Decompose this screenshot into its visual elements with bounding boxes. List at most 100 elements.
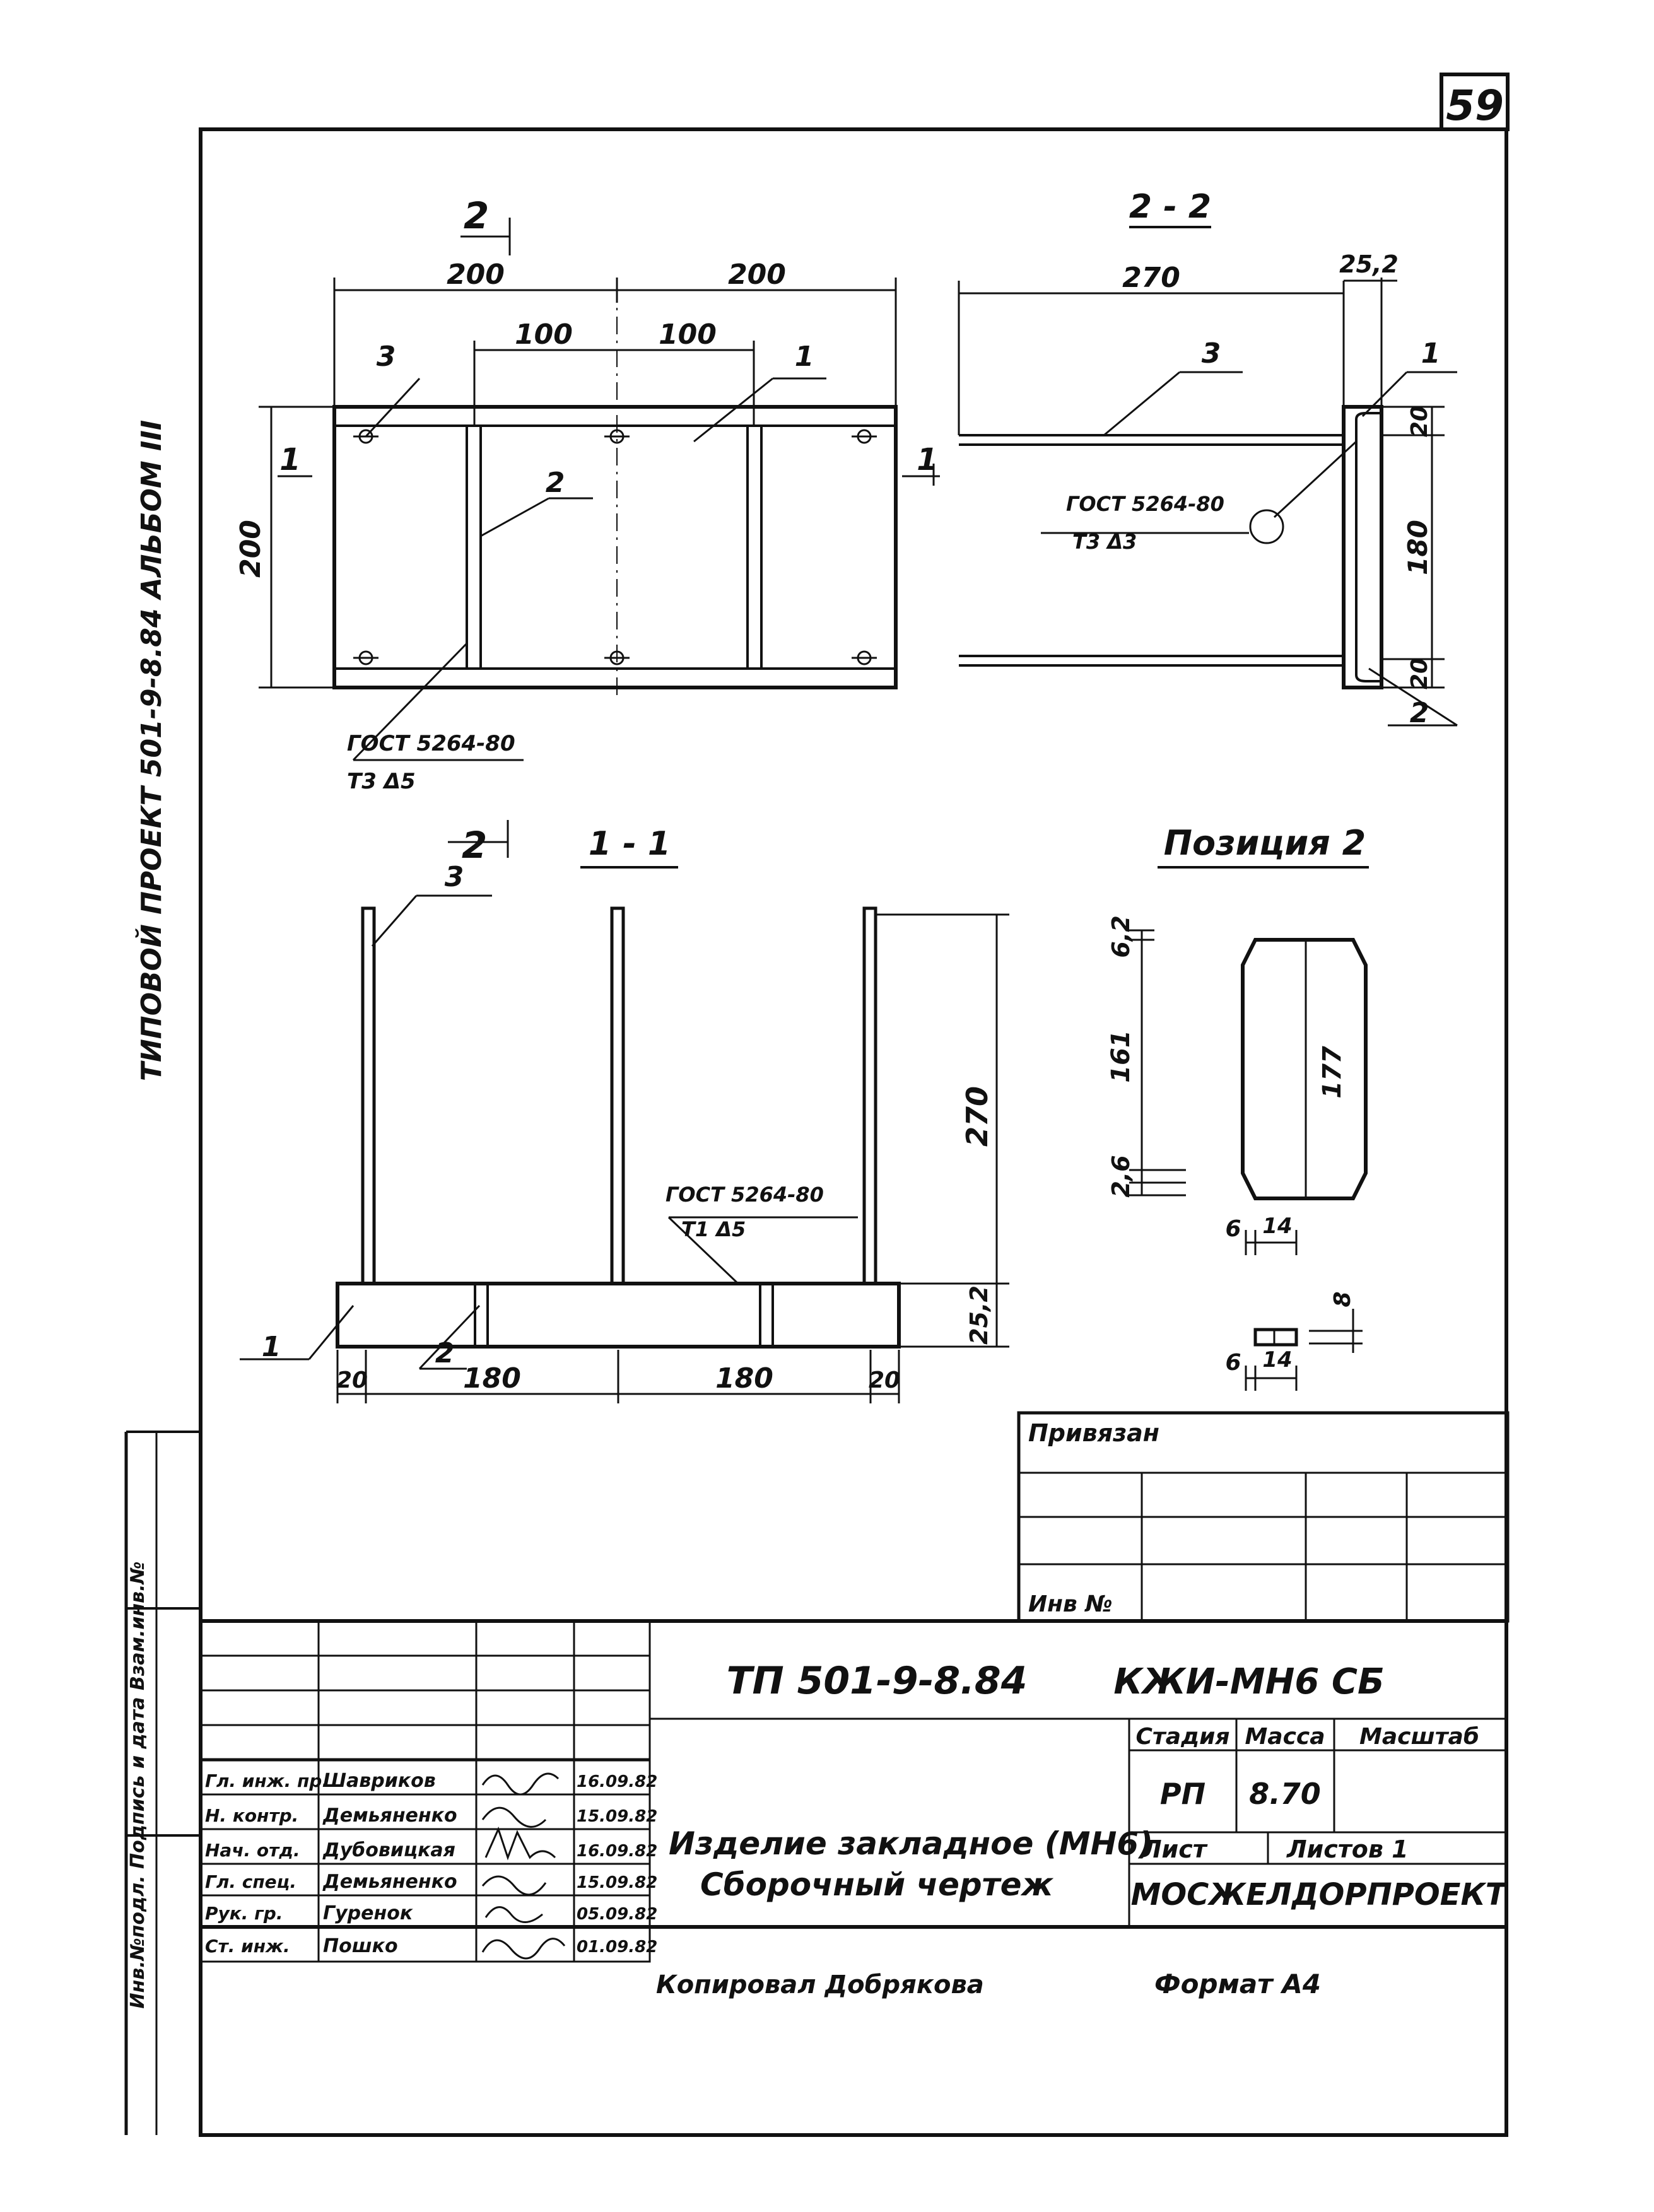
- section-2-2-dim-20-bottom: 20: [1407, 658, 1433, 689]
- section-2-2-weld-standard: ГОСТ 5264-80: [1066, 492, 1224, 516]
- plan-view: 2 200 200 100 100 200 3 1 2 1 1 ГОСТ 526…: [235, 194, 940, 794]
- section-1-1-weld-standard: ГОСТ 5264-80: [666, 1183, 824, 1207]
- mass-label: Масса: [1245, 1724, 1325, 1750]
- section-2-2-dim-25-2: 25,2: [1339, 250, 1399, 278]
- position-2-dim-161: 161: [1106, 1030, 1135, 1083]
- project-code: ТП 501-9-8.84: [727, 1659, 1028, 1703]
- signer-row: Нач. отд. Дубовицкая 16.09.82: [205, 1826, 657, 1861]
- section-2-2-position-2: 2: [1410, 697, 1429, 729]
- signer-role: Гл. спец.: [205, 1871, 296, 1892]
- signer-role: Ст. инж.: [205, 1936, 290, 1957]
- signature-scribble: [481, 1938, 566, 1960]
- section-1-1-dim-25-2: 25,2: [965, 1285, 993, 1345]
- signer-name: Демьяненко: [322, 1805, 457, 1827]
- plan-dim-100-b: 100: [659, 319, 717, 351]
- signature-scribble: [484, 1906, 543, 1923]
- drawing-title-line-1: Изделие закладное (МН6): [669, 1825, 1153, 1862]
- section-1-1: 1 - 1 2 3 1 2 270 25,2 20 180 180 20 ГОС…: [240, 820, 1009, 1403]
- signer-row: Н. контр. Демьяненко 15.09.82: [205, 1805, 657, 1828]
- signer-date: 16.09.82: [577, 1772, 657, 1791]
- section-1-1-dim-20-right: 20: [869, 1367, 900, 1393]
- section-2-2-title: 2 - 2: [1129, 188, 1211, 226]
- section-1-1-position-2: 2: [435, 1337, 455, 1369]
- title-block: Привязан Инв №: [199, 1411, 1510, 1963]
- signer-date: 15.09.82: [577, 1873, 657, 1892]
- signer-date: 16.09.82: [577, 1842, 657, 1861]
- section-2-2-position-3: 3: [1202, 337, 1221, 370]
- signer-date: 01.09.82: [577, 1938, 657, 1957]
- section-1-1-weld-type: Т1 Δ5: [681, 1217, 746, 1241]
- side-strip-text: ТИПОВОЙ ПРОЕКТ 501-9-8.84 АЛЬБОМ III: [134, 420, 168, 1081]
- signer-role: Рук. гр.: [205, 1903, 283, 1924]
- plan-dim-200-height: 200: [235, 520, 267, 578]
- signature-scribble: [481, 1772, 560, 1796]
- plan-position-1: 1: [795, 341, 814, 373]
- position-2-dim-14-b: 14: [1262, 1347, 1292, 1372]
- section-1-1-dim-270: 270: [960, 1086, 994, 1147]
- signature-scribble: [481, 1875, 547, 1896]
- position-2-dim-177: 177: [1318, 1046, 1347, 1099]
- mass-value: 8.70: [1249, 1777, 1321, 1811]
- position-2-detail: Позиция 2 6,2 161 2,6 177 6 14 8 6 14: [1106, 823, 1369, 1391]
- signer-date: 05.09.82: [577, 1905, 657, 1924]
- position-2-dim-6-2: 6,2: [1107, 915, 1135, 957]
- side-strip-lower: Инв.№подл. Подпись и дата Взам.инв.№: [127, 1561, 149, 2008]
- signer-row: Рук. гр. Гуренок 05.09.82: [205, 1902, 657, 1924]
- plan-position-2: 2: [546, 467, 565, 499]
- drawing-title-line-2: Сборочный чертеж: [700, 1866, 1054, 1903]
- plan-dim-200-right: 200: [728, 259, 786, 291]
- section-2-2-weld-type: Т3 Δ3: [1072, 530, 1137, 554]
- plan-section-mark-right: 1: [917, 442, 937, 477]
- section-1-1-section-mark: 2: [462, 824, 487, 867]
- plan-dim-100-a: 100: [515, 319, 573, 351]
- section-2-2-dim-20-top: 20: [1407, 406, 1433, 437]
- signer-role: Гл. инж. пр.: [205, 1770, 329, 1791]
- position-2-dim-8: 8: [1330, 1291, 1356, 1307]
- signer-role: Н. контр.: [205, 1805, 298, 1826]
- plan-position-3: 3: [377, 341, 396, 373]
- signer-role: Нач. отд.: [205, 1840, 300, 1861]
- signature-scribble: [481, 1806, 547, 1828]
- section-1-1-dim-20-left: 20: [336, 1367, 368, 1393]
- plan-weld-standard: ГОСТ 5264-80: [347, 731, 515, 756]
- position-2-dim-6-b: 6: [1225, 1350, 1241, 1376]
- section-1-1-position-3: 3: [445, 861, 464, 893]
- sheets-label: Листов 1: [1286, 1835, 1409, 1863]
- signer-row: Ст. инж. Пошко 01.09.82: [199, 1926, 657, 1963]
- signer-row: Гл. спец. Демьяненко 15.09.82: [205, 1871, 657, 1896]
- position-2-title: Позиция 2: [1164, 823, 1366, 863]
- signer-name: Пошко: [323, 1935, 398, 1957]
- signer-name: Шавриков: [323, 1770, 436, 1792]
- section-1-1-position-1: 1: [262, 1331, 281, 1363]
- page-number: 59: [1446, 81, 1504, 130]
- sheet-label: Лист: [1141, 1835, 1208, 1863]
- copied-by: Копировал Добрякова: [656, 1970, 984, 1999]
- stage-label: Стадия: [1136, 1724, 1230, 1750]
- section-1-1-dim-180-b: 180: [715, 1362, 773, 1395]
- plan-section-mark-top: 2: [464, 194, 489, 237]
- inv-no-label: Инв №: [1028, 1591, 1113, 1617]
- document-code: КЖИ-МН6 СБ: [1113, 1661, 1384, 1702]
- organization-name: МОСЖЕЛДОРПРОЕКТ: [1131, 1877, 1508, 1912]
- signer-name: Гуренок: [323, 1902, 413, 1924]
- sheet-frame: [124, 73, 1510, 2137]
- signer-row: Гл. инж. пр. Шавриков 16.09.82: [205, 1770, 657, 1796]
- plan-dim-200-left: 200: [447, 259, 505, 291]
- section-2-2-position-1: 1: [1421, 337, 1441, 370]
- privyazan-label: Привязан: [1028, 1419, 1159, 1447]
- signer-name: Дубовицкая: [322, 1839, 455, 1861]
- scale-label: Масштаб: [1359, 1724, 1479, 1750]
- signer-name: Демьяненко: [322, 1871, 457, 1893]
- stage-value: РП: [1160, 1777, 1205, 1811]
- section-1-1-title: 1 - 1: [589, 825, 671, 863]
- signer-date: 15.09.82: [577, 1807, 657, 1826]
- plan-weld-type: Т3 Δ5: [347, 769, 416, 794]
- sheet-format: Формат А4: [1154, 1969, 1321, 1999]
- position-2-dim-6-a: 6: [1225, 1216, 1241, 1242]
- section-2-2-dim-180: 180: [1402, 520, 1433, 575]
- section-2-2: 2 - 2 270 25,2 20 180 20 3 1 2 ГОСТ 5264…: [932, 188, 1458, 729]
- signature-scribble: [484, 1826, 556, 1861]
- position-2-dim-2-6: 2,6: [1107, 1155, 1135, 1197]
- section-1-1-dim-180-a: 180: [463, 1362, 521, 1395]
